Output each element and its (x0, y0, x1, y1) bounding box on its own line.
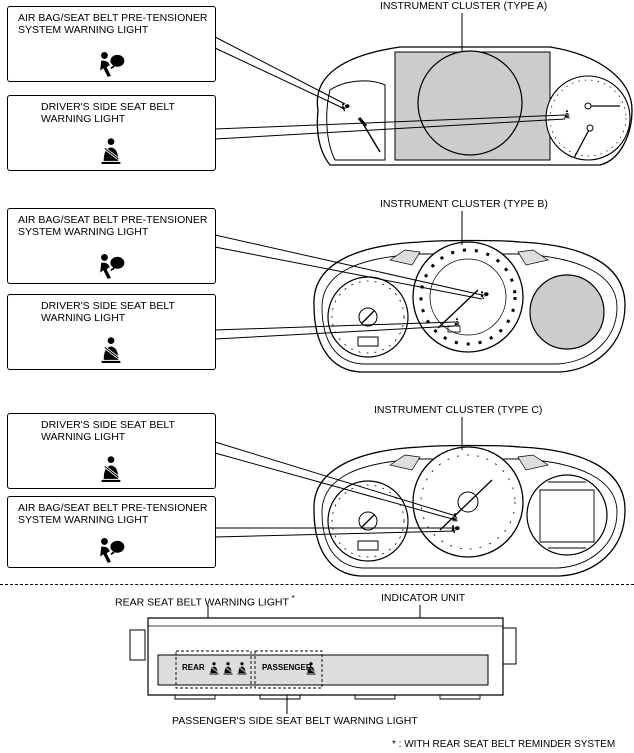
cluster-type-b-title: INSTRUMENT CLUSTER (TYPE B) (380, 198, 548, 210)
airbag-warning-icon (99, 537, 126, 563)
section-divider (0, 584, 634, 585)
seat-belt-warning-icon (100, 337, 122, 363)
rear-asterisk: * (291, 594, 295, 603)
driver-belt-warning-label: DRIVER'S SIDE SEAT BELT WARNING LIGHT (41, 300, 175, 324)
seat-belt-warning-icon (100, 456, 122, 482)
callout-airbag-type-a: AIR BAG/SEAT BELT PRE-TENSIONER SYSTEM W… (7, 6, 216, 82)
leader-lines (207, 13, 566, 714)
callout-airbag-type-b: AIR BAG/SEAT BELT PRE-TENSIONER SYSTEM W… (7, 208, 216, 284)
cluster-type-c-title: INSTRUMENT CLUSTER (TYPE C) (374, 404, 543, 416)
instrument-cluster-type-a (316, 46, 633, 166)
rear-text: REAR (182, 663, 205, 672)
callout-airbag-type-c: AIR BAG/SEAT BELT PRE-TENSIONER SYSTEM W… (7, 496, 216, 568)
rear-belt-warning-text: REAR SEAT BELT WARNING LIGHT (115, 596, 289, 609)
passenger-belt-warning-label: PASSENGER'S SIDE SEAT BELT WARNING LIGHT (172, 715, 418, 727)
seat-belt-warning-icon (100, 138, 122, 164)
driver-belt-warning-label: DRIVER'S SIDE SEAT BELT WARNING LIGHT (41, 419, 175, 443)
airbag-warning-icon (99, 51, 126, 77)
driver-belt-warning-label: DRIVER'S SIDE SEAT BELT WARNING LIGHT (41, 101, 175, 125)
rear-belt-warning-label: REAR SEAT BELT WARNING LIGHT * (115, 594, 295, 609)
passenger-text: PASSENGER (262, 663, 312, 672)
callout-driver-belt-type-b: DRIVER'S SIDE SEAT BELT WARNING LIGHT (7, 294, 216, 370)
callout-driver-belt-type-a: DRIVER'S SIDE SEAT BELT WARNING LIGHT (7, 95, 216, 171)
indicator-unit (129, 617, 517, 700)
airbag-warning-label: AIR BAG/SEAT BELT PRE-TENSIONER SYSTEM W… (18, 12, 208, 36)
callout-driver-belt-type-c: DRIVER'S SIDE SEAT BELT WARNING LIGHT (7, 413, 216, 489)
airbag-warning-label: AIR BAG/SEAT BELT PRE-TENSIONER SYSTEM W… (18, 502, 208, 526)
instrument-cluster-type-c (313, 444, 626, 577)
indicator-unit-label: INDICATOR UNIT (381, 592, 466, 604)
cluster-type-a-title: INSTRUMENT CLUSTER (TYPE A) (380, 0, 548, 12)
airbag-warning-label: AIR BAG/SEAT BELT PRE-TENSIONER SYSTEM W… (18, 214, 208, 238)
airbag-warning-icon (99, 253, 126, 279)
instrument-cluster-type-b (313, 239, 626, 373)
footnote: * : WITH REAR SEAT BELT REMINDER SYSTEM (392, 739, 616, 750)
